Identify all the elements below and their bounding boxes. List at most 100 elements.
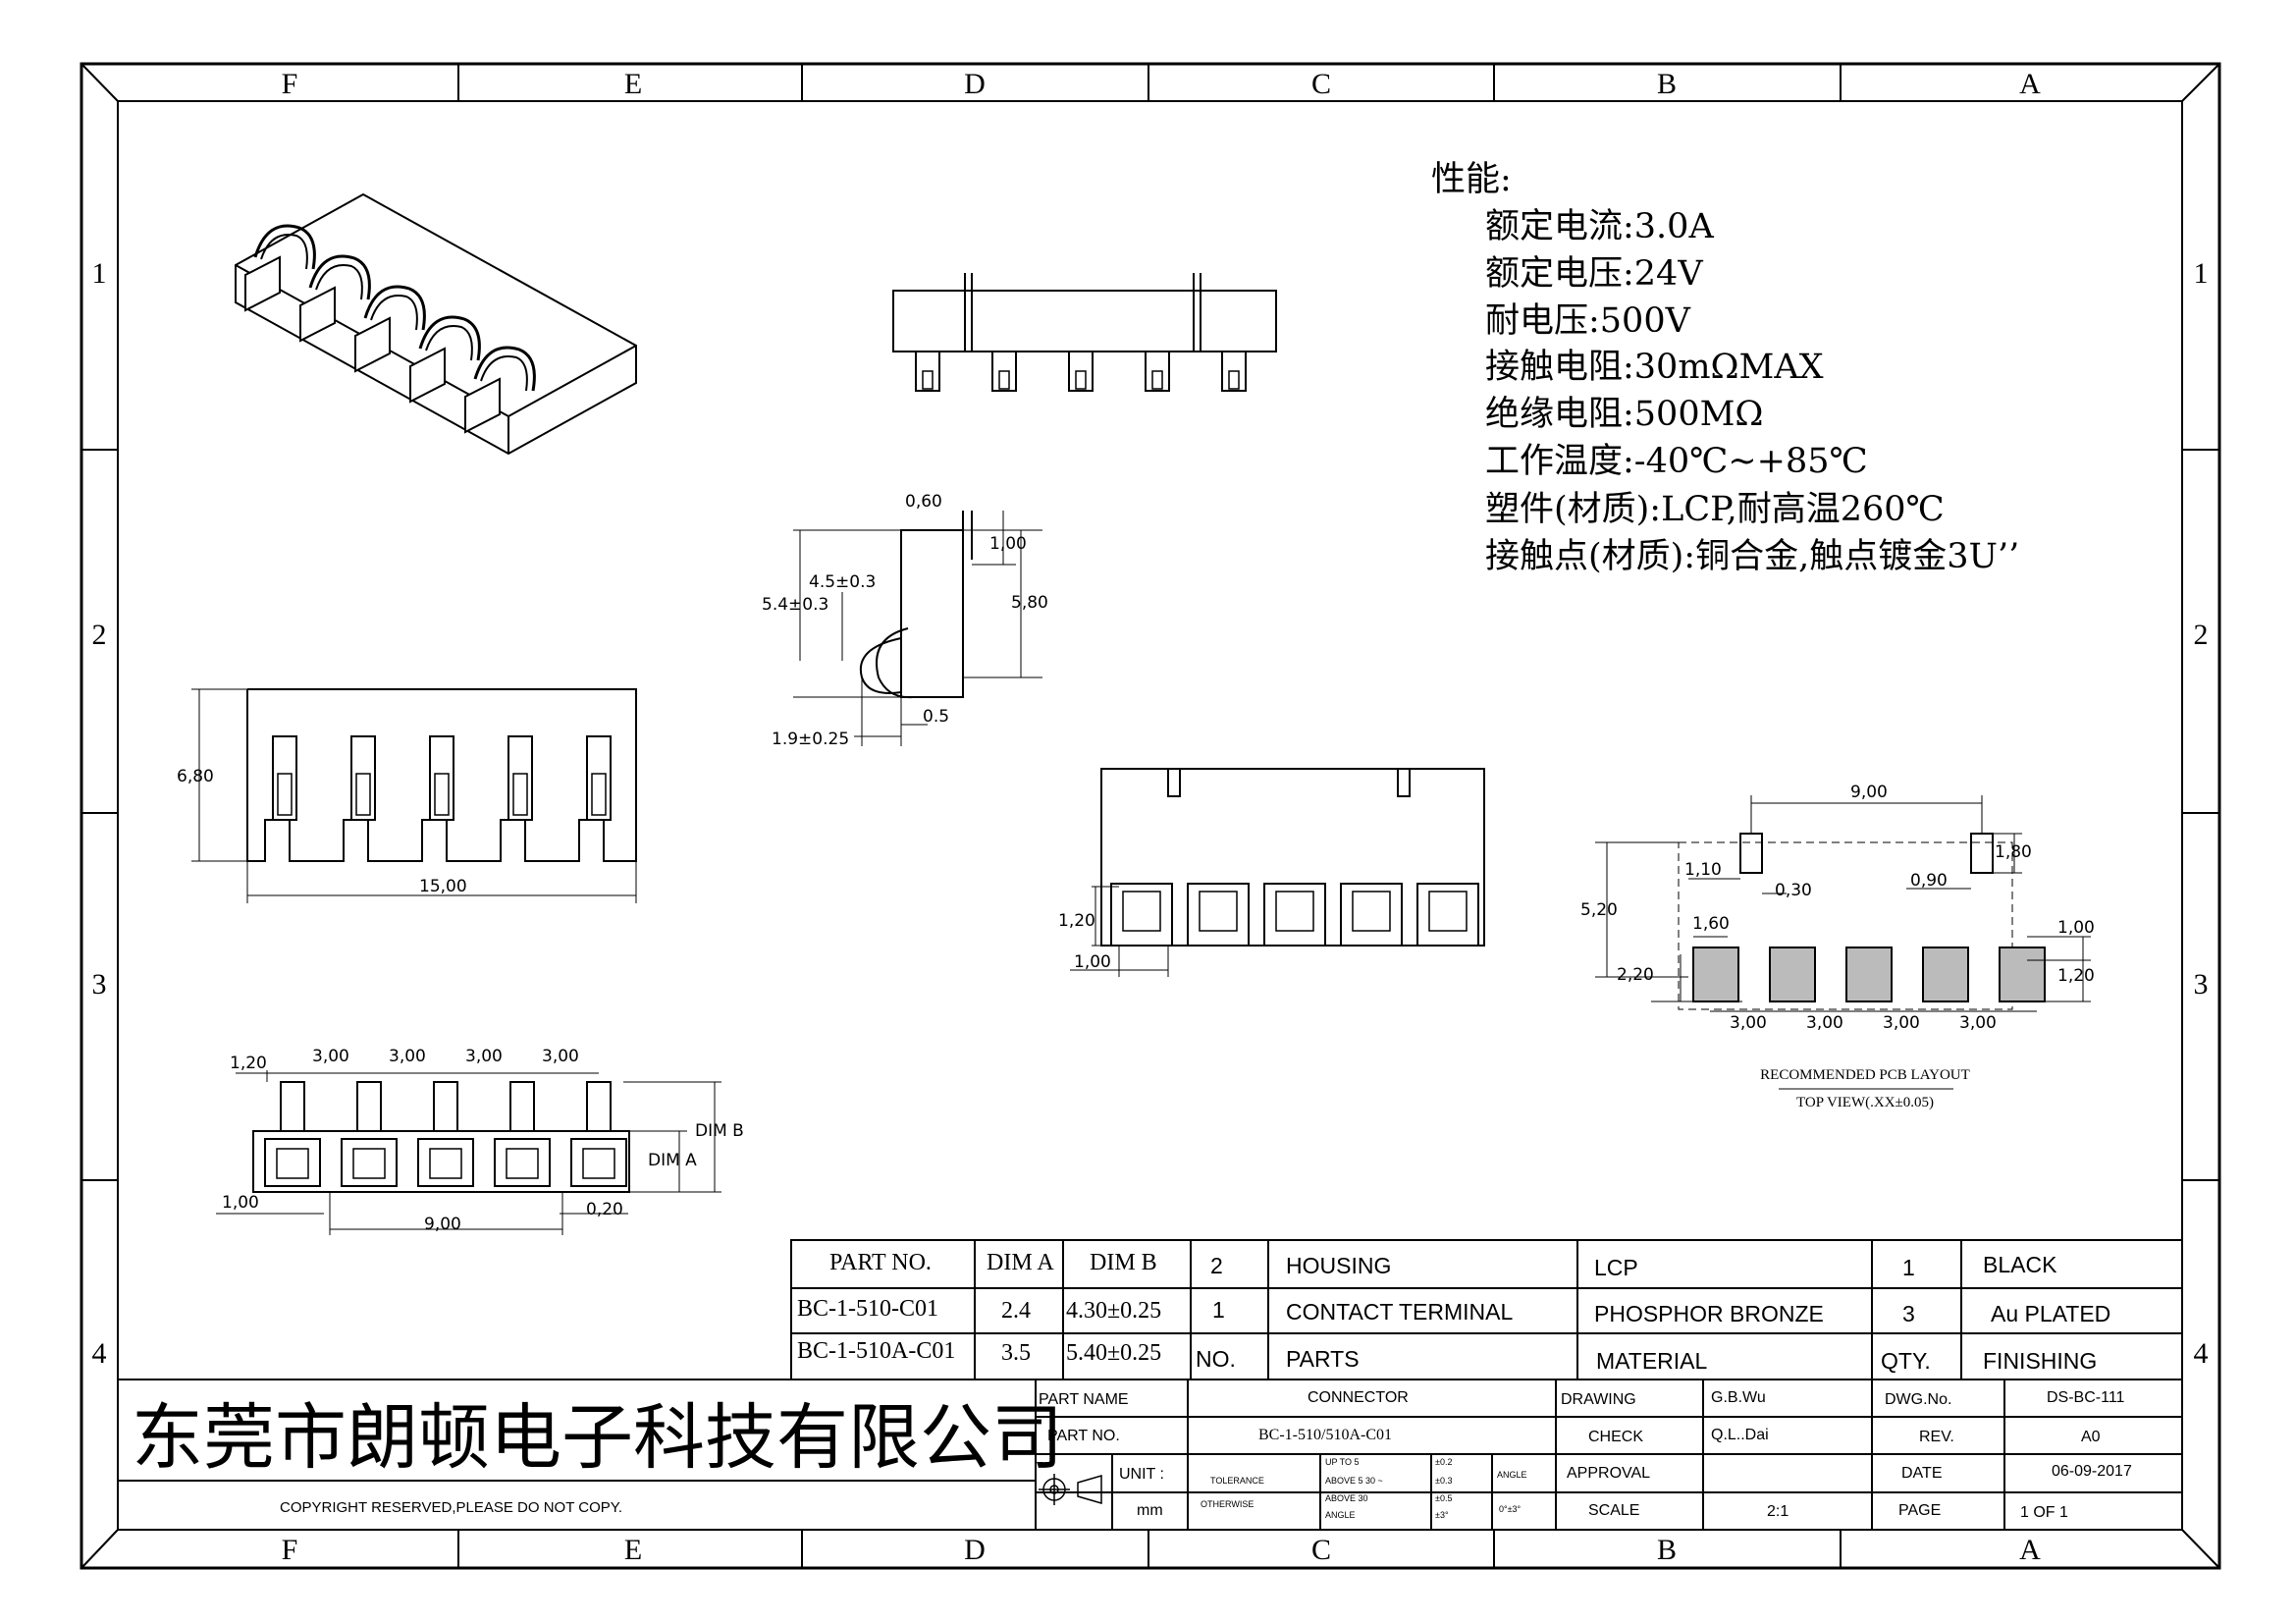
unit-label: UNIT : bbox=[1119, 1466, 1164, 1483]
contact-tab bbox=[1145, 351, 1170, 392]
col-label-top: B bbox=[1657, 68, 1677, 100]
dim-label: 1,20 bbox=[2057, 966, 2095, 986]
rev-label: REV. bbox=[1919, 1429, 1954, 1445]
row-label-right: 4 bbox=[2194, 1337, 2209, 1370]
bottom-contact-inner bbox=[506, 1148, 539, 1179]
date-value: 06-09-2017 bbox=[2052, 1463, 2132, 1480]
bom-material: LCP bbox=[1594, 1255, 1638, 1280]
top-view bbox=[892, 273, 1277, 392]
part-header: PART NO. bbox=[829, 1250, 932, 1275]
bottom-contact-inner bbox=[276, 1148, 309, 1179]
pcb-pad bbox=[1692, 947, 1739, 1002]
dim-label: DIM A bbox=[648, 1151, 697, 1170]
part-no-value: BC-1-510/510A-C01 bbox=[1258, 1427, 1392, 1443]
part-cell: BC-1-510-C01 bbox=[797, 1296, 938, 1322]
bom-material: PHOSPHOR BRONZE bbox=[1594, 1301, 1824, 1326]
contact-spring bbox=[418, 315, 481, 361]
dim-label: 1,20 bbox=[230, 1054, 267, 1073]
front-view bbox=[191, 688, 637, 903]
rear-contact bbox=[1199, 891, 1238, 932]
tol-range: ANGLE bbox=[1325, 1510, 1356, 1520]
dim-label: 3,00 bbox=[1959, 1013, 1997, 1033]
part-header: DIM A bbox=[987, 1250, 1054, 1275]
angle-label: ANGLE bbox=[1497, 1470, 1527, 1480]
bom-table-text: 2 HOUSING LCP 1 BLACK 1 CONTACT TERMINAL… bbox=[1196, 1252, 2110, 1374]
pcb-caption: RECOMMENDED PCB LAYOUT TOP VIEW(.XX±0.05… bbox=[1760, 1067, 1970, 1110]
scale-value: 2:1 bbox=[1767, 1503, 1789, 1520]
part-cell: 5.40±0.25 bbox=[1066, 1340, 1161, 1366]
rear-slot bbox=[1263, 883, 1326, 947]
title-block-text: 东莞市朗顿电子科技有限公司 COPYRIGHT RESERVED,PLEASE … bbox=[132, 1389, 2132, 1521]
dim-label: 1,60 bbox=[1692, 914, 1730, 934]
dim-label: 1,10 bbox=[1684, 860, 1722, 880]
bottom-contact-tab bbox=[586, 1081, 612, 1132]
contact-tab bbox=[1068, 351, 1094, 392]
isometric-view bbox=[235, 192, 637, 456]
front-view-dims: 6,80 15,00 bbox=[177, 767, 467, 896]
bottom-contact-tab bbox=[356, 1081, 382, 1132]
tol-range: UP TO 5 bbox=[1325, 1457, 1360, 1467]
part-cell: 4.30±0.25 bbox=[1066, 1298, 1161, 1324]
col-label-top: A bbox=[2019, 68, 2041, 100]
col-label-top: E bbox=[624, 68, 642, 100]
rear-view-dims: 1,20 1,00 bbox=[1058, 911, 1111, 972]
dim-label: 0,90 bbox=[1910, 871, 1948, 891]
dwg-value: DS-BC-111 bbox=[2047, 1389, 2125, 1406]
side-view bbox=[793, 511, 1042, 746]
dwg-label: DWG.No. bbox=[1885, 1391, 1951, 1408]
col-label-bottom: D bbox=[964, 1534, 986, 1566]
row-label-right: 1 bbox=[2194, 257, 2209, 290]
dim-label: 3,00 bbox=[312, 1047, 349, 1066]
spec-line: 额定电流:3.0A bbox=[1485, 207, 1714, 246]
contact-tip bbox=[998, 370, 1010, 390]
bom-header-material: MATERIAL bbox=[1596, 1348, 1708, 1374]
bom-part: CONTACT TERMINAL bbox=[1286, 1299, 1514, 1325]
bom-header-qty: QTY. bbox=[1881, 1348, 1931, 1374]
spec-line: 塑件(材质):LCP,耐高温260℃ bbox=[1485, 490, 1945, 529]
col-label-top: F bbox=[282, 68, 298, 100]
bottom-view bbox=[216, 1070, 721, 1235]
contact-spring bbox=[473, 346, 536, 392]
bottom-contact-inner bbox=[429, 1148, 462, 1179]
dim-label: 1,00 bbox=[2057, 918, 2095, 938]
dim-label: 15,00 bbox=[419, 877, 467, 896]
bottom-contact-body bbox=[264, 1138, 321, 1187]
front-contact bbox=[512, 773, 528, 816]
projection-symbol-icon bbox=[1039, 1474, 1102, 1505]
front-slot bbox=[586, 735, 612, 821]
row-label-left: 2 bbox=[92, 619, 107, 651]
dim-label: 9,00 bbox=[424, 1215, 461, 1234]
dim-label: 3,00 bbox=[1730, 1013, 1767, 1033]
row-label-left: 1 bbox=[92, 257, 107, 290]
part-cell: 3.5 bbox=[1001, 1340, 1031, 1366]
part-no-label: PART NO. bbox=[1047, 1428, 1120, 1444]
dim-label: 1,00 bbox=[989, 534, 1027, 554]
dim-label: DIM B bbox=[695, 1121, 744, 1141]
contact-tab bbox=[991, 351, 1017, 392]
contact-tip bbox=[1075, 370, 1087, 390]
dim-label: 0,20 bbox=[586, 1200, 623, 1219]
check-label: CHECK bbox=[1588, 1429, 1643, 1445]
tol-value: ±3° bbox=[1435, 1510, 1449, 1520]
contact-spring bbox=[363, 285, 426, 331]
dim-label: 9,00 bbox=[1850, 783, 1888, 802]
page-value: 1 OF 1 bbox=[2020, 1504, 2068, 1521]
front-slot bbox=[429, 735, 454, 821]
scale-label: SCALE bbox=[1588, 1502, 1639, 1519]
title-block bbox=[117, 1379, 2183, 1531]
tol-value: ±0.3 bbox=[1435, 1476, 1452, 1486]
dim-label: 5,80 bbox=[1011, 593, 1048, 613]
col-label-top: C bbox=[1311, 68, 1331, 100]
otherwise-label: OTHERWISE bbox=[1201, 1499, 1254, 1509]
contact-tip bbox=[1228, 370, 1240, 390]
rear-contact bbox=[1122, 891, 1161, 932]
bottom-view-dims: 1,20 3,00 3,00 3,00 3,00 1,00 9,00 0,20 … bbox=[222, 1047, 744, 1234]
part-bom-table bbox=[790, 1239, 2183, 1380]
bottom-contact-inner bbox=[352, 1148, 386, 1179]
spec-line: 绝缘电阻:500MΩ bbox=[1485, 395, 1763, 434]
front-contact bbox=[277, 773, 293, 816]
bom-header-finish: FINISHING bbox=[1983, 1348, 2097, 1374]
dim-label: 1,20 bbox=[1058, 911, 1095, 931]
spec-line: 额定电压:24V bbox=[1485, 254, 1703, 294]
dim-label: 3,00 bbox=[1883, 1013, 1920, 1033]
